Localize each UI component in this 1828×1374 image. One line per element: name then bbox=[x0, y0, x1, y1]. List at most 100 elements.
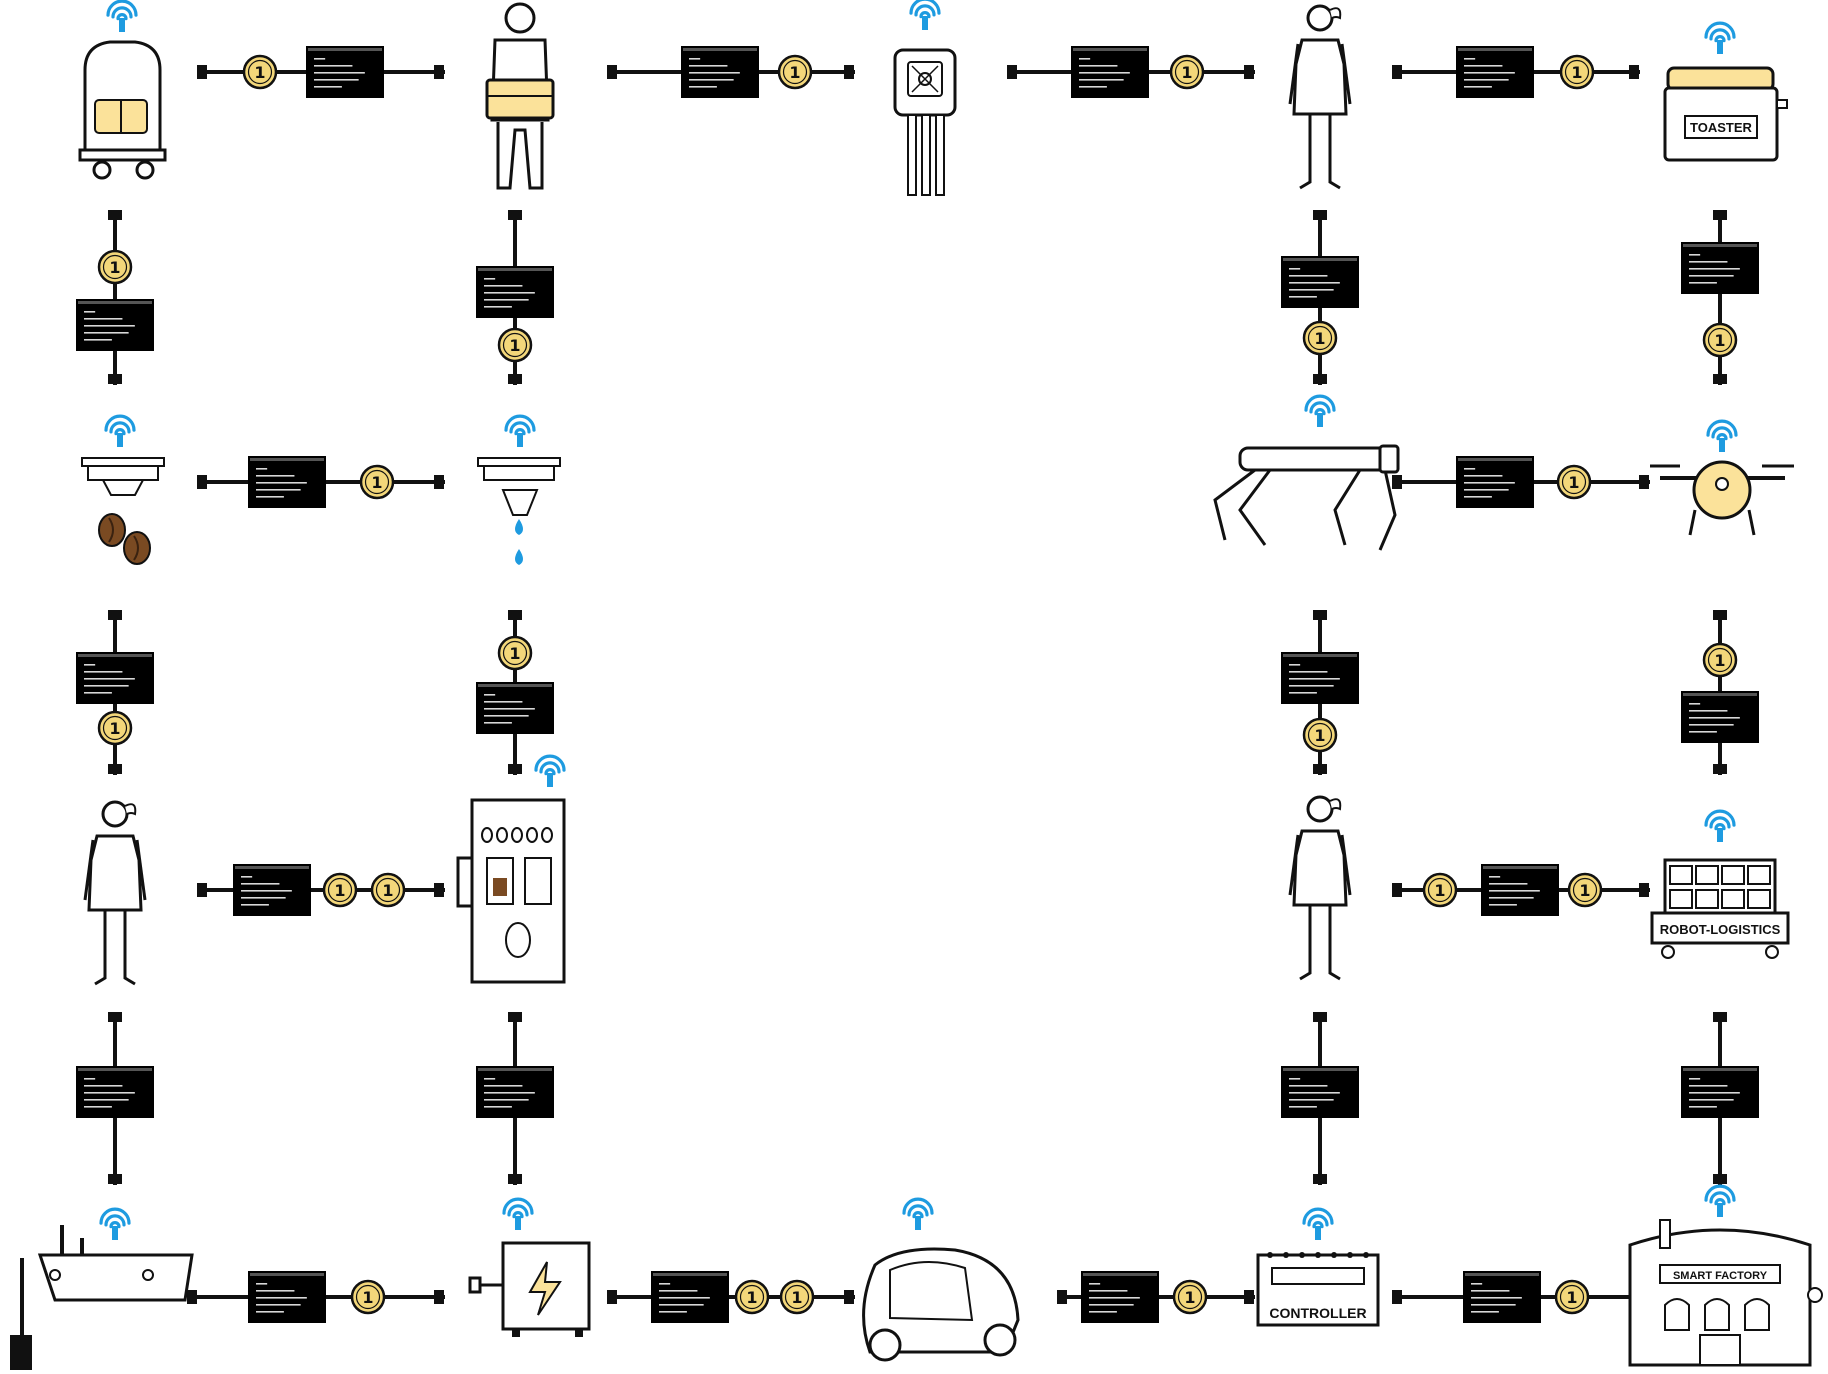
connector-terminal bbox=[1713, 210, 1727, 220]
coin-icon: 1 bbox=[322, 872, 358, 908]
coin-value: 1 bbox=[1314, 329, 1325, 348]
record-text-line bbox=[1489, 883, 1528, 885]
porthole bbox=[142, 1269, 154, 1281]
front-leg bbox=[1213, 468, 1256, 541]
coin-rim bbox=[355, 1284, 381, 1310]
transaction-record-box bbox=[476, 266, 554, 318]
record-text-line bbox=[484, 1099, 529, 1101]
connector-terminal bbox=[1313, 210, 1327, 220]
connector-terminal bbox=[108, 374, 122, 384]
record-header-bar bbox=[235, 866, 309, 869]
front-leg bbox=[1238, 469, 1272, 546]
wifi-arc bbox=[1709, 28, 1731, 41]
vertical-link: 1 bbox=[1681, 210, 1759, 385]
coin-value: 1 bbox=[1314, 726, 1325, 745]
record-text-line bbox=[1089, 1304, 1134, 1306]
record-header-bar bbox=[653, 1273, 727, 1276]
connector-terminal bbox=[197, 65, 207, 79]
vertical-link bbox=[1681, 1012, 1759, 1185]
connector-terminal bbox=[1713, 1174, 1727, 1184]
left-arm bbox=[1288, 834, 1300, 896]
coin-icon: 1 bbox=[497, 635, 533, 671]
shelf-cell bbox=[1747, 865, 1771, 885]
wheel bbox=[983, 1323, 1017, 1357]
record-text-line bbox=[84, 1078, 96, 1080]
wifi-arc bbox=[512, 1211, 524, 1219]
horizontal-link: 1 bbox=[1007, 46, 1255, 98]
coin-icon: 1 bbox=[1302, 717, 1338, 753]
coin-icon: 1 bbox=[1702, 322, 1738, 358]
record-text-line bbox=[484, 299, 529, 301]
record-text-line bbox=[1689, 268, 1740, 270]
wifi-antenna bbox=[117, 433, 123, 447]
wifi-arc bbox=[104, 414, 136, 432]
record-text-line bbox=[1471, 1283, 1483, 1285]
coin-icon: 1 bbox=[1172, 1279, 1208, 1315]
transaction-record-box bbox=[476, 682, 554, 734]
wifi-arc bbox=[1704, 1184, 1736, 1202]
record-text-line bbox=[1471, 1290, 1510, 1292]
record-text-line bbox=[1689, 1106, 1717, 1108]
shelf-cell bbox=[1721, 865, 1745, 885]
coin-rim bbox=[502, 332, 528, 358]
connector-terminal bbox=[1392, 1290, 1402, 1304]
connector-terminal bbox=[607, 65, 617, 79]
record-text-line bbox=[314, 58, 326, 60]
connector-terminal bbox=[508, 374, 522, 384]
dog-body bbox=[1238, 446, 1392, 472]
coin-icon: 1 bbox=[350, 1279, 386, 1315]
dispenser-body bbox=[483, 465, 555, 481]
drone-camera bbox=[1715, 477, 1729, 491]
coin-value: 1 bbox=[1571, 63, 1582, 82]
record-text-line bbox=[241, 890, 292, 892]
wifi-arc bbox=[539, 761, 561, 774]
coin-value: 1 bbox=[509, 336, 520, 355]
wifi-arc bbox=[509, 421, 531, 434]
record-text-line bbox=[1464, 58, 1476, 60]
boat-hull bbox=[37, 1253, 194, 1302]
record-header-bar bbox=[1458, 48, 1532, 51]
connector-terminal bbox=[1057, 1290, 1067, 1304]
record-header-bar bbox=[1283, 1068, 1357, 1071]
wifi-arc bbox=[104, 1214, 126, 1227]
coffee-machine-icon bbox=[456, 754, 566, 984]
record-text-line bbox=[1289, 1106, 1317, 1108]
shelf-cell bbox=[1747, 889, 1771, 909]
wifi-icon bbox=[1302, 1207, 1334, 1240]
record-text-line bbox=[659, 1283, 671, 1285]
transaction-record-box bbox=[1463, 1271, 1541, 1323]
wifi-arc bbox=[106, 0, 138, 17]
device-label: SMART FACTORY bbox=[1673, 1270, 1768, 1282]
device-label: TOASTER bbox=[1690, 120, 1752, 135]
factory-building bbox=[1628, 1228, 1812, 1367]
wheel bbox=[1661, 945, 1675, 959]
coin-rim bbox=[247, 59, 273, 85]
vertical-link bbox=[1281, 1012, 1359, 1185]
robot-dog-icon bbox=[1213, 394, 1400, 551]
wifi-arc bbox=[919, 11, 931, 19]
record-text-line bbox=[84, 311, 96, 313]
coin-icon: 1 bbox=[359, 464, 395, 500]
dispenser-nozzle bbox=[501, 489, 539, 516]
connector-terminal bbox=[197, 475, 207, 489]
connector-terminal bbox=[508, 610, 522, 620]
wifi-arc bbox=[534, 754, 566, 772]
cup-slot bbox=[524, 857, 552, 905]
record-text-line bbox=[84, 332, 129, 334]
wifi-antenna bbox=[119, 18, 125, 32]
logistics-robot-icon: ROBOT-LOGISTICS bbox=[1650, 809, 1790, 959]
bean-selector bbox=[511, 827, 523, 843]
record-text-line bbox=[84, 1106, 112, 1108]
record-text-line bbox=[659, 1297, 710, 1299]
record-text-line bbox=[1089, 1290, 1128, 1292]
bean-crease bbox=[108, 517, 114, 543]
transaction-record-box bbox=[1081, 1271, 1159, 1323]
head bbox=[1306, 795, 1334, 823]
record-text-line bbox=[689, 58, 701, 60]
record-text-line bbox=[1089, 1283, 1101, 1285]
record-header-bar bbox=[1683, 244, 1757, 247]
record-text-line bbox=[1464, 496, 1492, 498]
record-header-bar bbox=[478, 1068, 552, 1071]
